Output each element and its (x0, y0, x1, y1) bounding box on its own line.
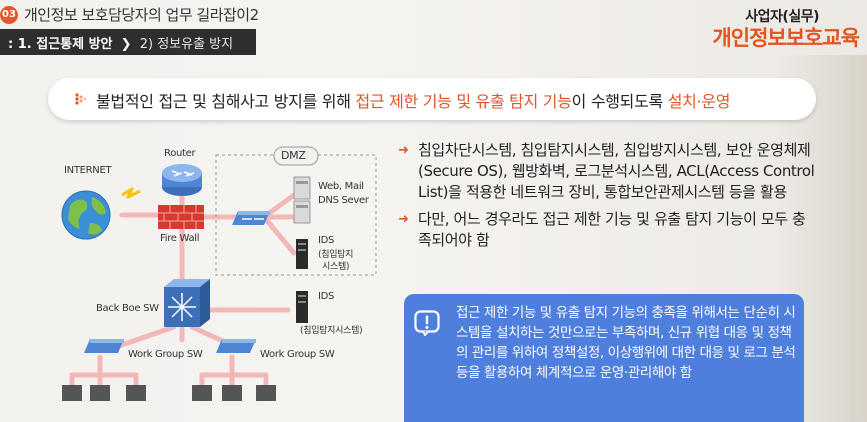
section-badge: 03 (0, 6, 18, 24)
chevron-right-icon: ❯ (120, 37, 132, 52)
ids-dmz-label-line3: 시스템) (322, 262, 350, 272)
workgroup-left-label: Work Group SW (128, 349, 203, 360)
ids-main-label-line1: IDS (318, 291, 335, 302)
info-text: 접근 제한 기능 및 유출 탐지 기능의 충족을 위해서는 단순히 시스템을 설… (456, 305, 796, 381)
network-diagram-svg (61, 146, 377, 401)
arrow-right-icon: ➜ (398, 143, 409, 158)
summary-highlight2: 설치·운영 (667, 92, 731, 111)
firewall-icon (158, 205, 204, 229)
bullet-item: ➜ 침입차단시스템, 침입탐지시스템, 침입방지시스템, 보안 운영체제(Sec… (398, 140, 818, 203)
dmz-label: DMZ (281, 149, 306, 162)
ids-dmz-label-line2: (침입탐지 (318, 250, 354, 260)
ids-main-label-line2: (침입탐지시스템) (300, 326, 363, 336)
workgroup-switch-right-icon (216, 339, 256, 353)
summary-highlight1: 접근 제한 기능 및 유출 탐지 기능 (355, 92, 572, 111)
breadcrumb-sub: 2) 정보유출 방지 (139, 37, 234, 52)
router-label: Router (164, 148, 196, 159)
summary-banner (48, 78, 816, 120)
brand-logo-text: 개인정보보호교육 (712, 26, 860, 50)
workgroup-switch-left-icon (84, 339, 124, 353)
breadcrumb-main: : 1. 접근통제 방안 (8, 37, 113, 52)
pc-icons (62, 385, 276, 401)
summary-text: 불법적인 접근 및 침해사고 방지를 위해 접근 제한 기능 및 유출 탐지 기… (96, 88, 730, 112)
server-label-line2: DNS Sever (318, 195, 369, 206)
router-icon (162, 164, 202, 196)
backbone-switch-icon (164, 279, 210, 327)
server-icon (293, 176, 311, 224)
workgroup-right-label: Work Group SW (260, 349, 335, 360)
backbone-label: Back Boe SW (96, 303, 159, 314)
page-title: 개인정보 보호담당자의 업무 길라잡이2 (24, 6, 259, 24)
bullet-list: ➜ 침입차단시스템, 침입탐지시스템, 침입방지시스템, 보안 운영체제(Sec… (398, 140, 818, 257)
summary-part2: 이 수행되도록 (571, 92, 668, 111)
ids-dmz-label-line1: IDS (318, 235, 335, 246)
dmz-switch-icon (232, 211, 270, 225)
bullet-text: 침입차단시스템, 침입탐지시스템, 침입방지시스템, 보안 운영체제(Secur… (418, 141, 815, 201)
firewall-label: Fire Wall (160, 233, 200, 244)
server-label-line1: Web, Mail (318, 181, 364, 192)
network-diagram: INTERNET Router Fire Wall DMZ Web, Mail … (56, 135, 396, 422)
internet-label: INTERNET (64, 165, 112, 176)
ids-main-icon (296, 291, 308, 323)
ids-dmz-icon (296, 239, 308, 269)
dots-arrow-icon (75, 93, 87, 105)
breadcrumb: : 1. 접근통제 방안 ❯ 2) 정보유출 방지 (8, 33, 233, 52)
bullet-item: ➜ 다만, 어느 경우라도 접근 제한 기능 및 유출 탐지 기능이 모두 충족… (398, 209, 818, 251)
arrow-right-icon: ➜ (398, 212, 409, 227)
info-box (404, 294, 804, 422)
exclamation-icon (414, 310, 440, 336)
brand-subtitle: 사업자(실무) (745, 9, 819, 25)
breadcrumb-bar (0, 29, 256, 55)
summary-part1: 불법적인 접근 및 침해사고 방지를 위해 (96, 92, 356, 111)
bullet-text: 다만, 어느 경우라도 접근 제한 기능 및 유출 탐지 기능이 모두 충족되어… (418, 210, 806, 249)
internet-globe-icon (61, 190, 111, 240)
